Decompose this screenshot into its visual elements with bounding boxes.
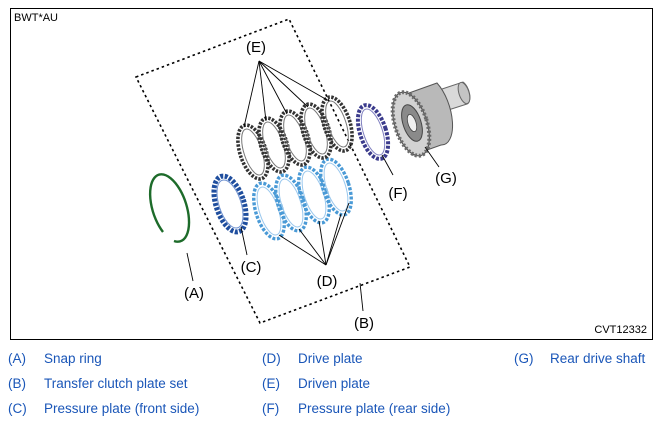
legend-item-g: (G) Rear drive shaft [514, 351, 645, 366]
leader-line-a [186, 252, 194, 282]
diagram-svg [134, 17, 471, 325]
legend-item-d: (D) Drive plate [262, 351, 363, 366]
legend-label: Snap ring [44, 351, 102, 366]
driven-plate [257, 116, 291, 174]
leader-line-b [359, 282, 364, 312]
legend-item-b: (B) Transfer clutch plate set [8, 376, 188, 391]
pressure-plate-rear [355, 103, 391, 161]
legend-key: (G) [514, 351, 534, 366]
callout-f: (F) [388, 185, 408, 202]
legend-label: Pressure plate (front side) [44, 401, 200, 416]
driven-plate [299, 102, 333, 160]
driven-plate [278, 109, 312, 167]
callout-a: (A) [184, 285, 204, 302]
figure-code: CVT12332 [594, 324, 647, 336]
snap-ring [148, 173, 191, 243]
pressure-plate-front [211, 173, 249, 235]
legend-label: Driven plate [298, 376, 371, 391]
leader-line-f [381, 154, 394, 176]
leader-line-c [240, 226, 248, 256]
callout-g: (G) [435, 170, 457, 187]
clutch-plate-set-boundary [134, 17, 412, 325]
driven-plate [320, 95, 354, 153]
legend-key: (E) [262, 376, 280, 391]
leader-lines-e [243, 60, 330, 128]
driven-plates [236, 95, 354, 181]
legend-label: Pressure plate (rear side) [298, 401, 451, 416]
leader-line-g [424, 146, 440, 168]
legend-item-f: (F) Pressure plate (rear side) [262, 401, 450, 416]
legend-label: Drive plate [298, 351, 363, 366]
leader-lines-d [278, 202, 350, 266]
driven-plate [236, 123, 270, 181]
legend-label: Rear drive shaft [550, 351, 646, 366]
callout-e: (E) [246, 39, 266, 56]
legend-item-e: (E) Driven plate [262, 376, 370, 391]
legend-key: (D) [262, 351, 281, 366]
legend: (A) Snap ring (B) Transfer clutch plate se… [0, 348, 666, 425]
exploded-diagram: BWT*AU CVT12332 (E) (A) (C) (D) (F) (G) … [10, 8, 653, 340]
legend-key: (C) [8, 401, 27, 416]
rear-drive-shaft [390, 81, 471, 158]
callout-c: (C) [240, 259, 262, 276]
legend-key: (B) [8, 376, 26, 391]
callout-d: (D) [316, 273, 338, 290]
legend-key: (A) [8, 351, 26, 366]
legend-key: (F) [262, 401, 280, 416]
legend-item-a: (A) Snap ring [8, 351, 102, 366]
figure-id-label: BWT*AU [14, 12, 58, 24]
legend-label: Transfer clutch plate set [44, 376, 188, 391]
callout-b: (B) [354, 315, 374, 332]
legend-item-c: (C) Pressure plate (front side) [8, 401, 199, 416]
